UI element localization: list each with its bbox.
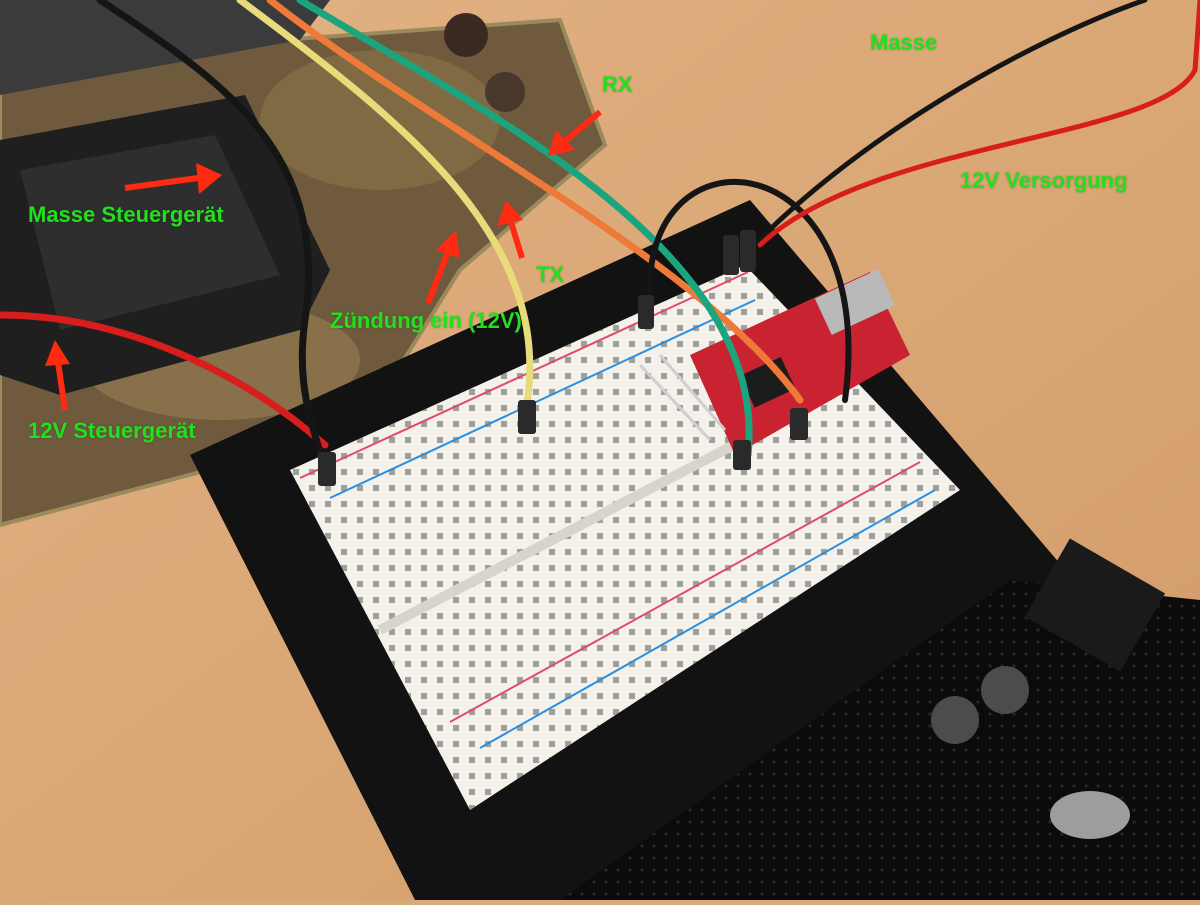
- arrow-zuendung: [425, 230, 460, 305]
- arrow-masse-steuergeraet: [124, 163, 222, 194]
- green-wire-rx: [296, 0, 753, 459]
- jumper-pins: [318, 230, 808, 486]
- capacitor: [444, 13, 488, 57]
- power-jack: [1024, 538, 1166, 672]
- annotation-arrows: [45, 109, 602, 411]
- arrow-12v-steuergeraet: [45, 340, 70, 411]
- wires: [0, 0, 1200, 474]
- arrow-rx: [548, 109, 602, 156]
- capacitor: [981, 666, 1029, 714]
- usb-connector: [814, 269, 896, 335]
- red-wire-ecu: [0, 311, 329, 449]
- label-masse-steuergeraet: Masse Steuergerät: [28, 202, 224, 227]
- label-rx: RX: [602, 72, 633, 97]
- label-zuendung-ein: Zündung ein (12V): [330, 308, 522, 333]
- label-12v-versorgung: 12V Versorgung: [960, 168, 1128, 193]
- crystal: [1050, 791, 1130, 839]
- arrow-tx: [497, 200, 525, 259]
- ecu-board: [0, 0, 608, 528]
- black-wire-loop: [646, 179, 852, 403]
- label-12v-steuergeraet: 12V Steuergerät: [28, 418, 196, 443]
- black-wire-masse: [737, 0, 1148, 263]
- red-wire-versorgung: [757, 0, 1200, 248]
- black-wire-ecu-ground: [96, 0, 329, 474]
- orange-wire-tx: [266, 0, 804, 404]
- arduino-board: [560, 538, 1200, 900]
- label-masse: Masse: [870, 30, 938, 55]
- label-tx: TX: [536, 262, 565, 287]
- capacitor: [485, 72, 525, 112]
- yellow-wire-ignition: [236, 0, 534, 419]
- capacitor: [931, 696, 979, 744]
